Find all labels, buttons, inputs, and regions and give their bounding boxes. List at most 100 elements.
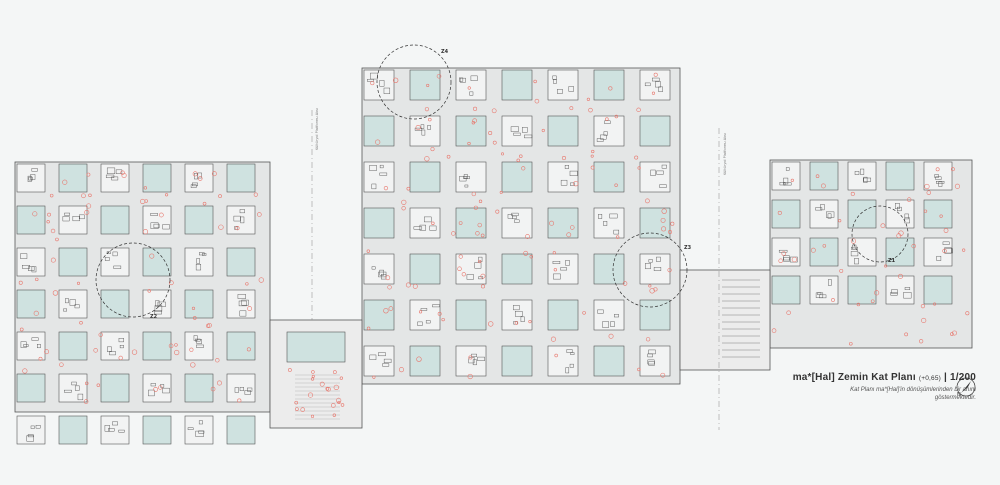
activity-marker xyxy=(18,280,23,285)
activity-marker xyxy=(634,155,639,160)
furniture-mark xyxy=(35,425,41,429)
activity-marker xyxy=(591,149,595,154)
furniture-mark xyxy=(597,309,604,314)
activity-marker xyxy=(500,152,505,156)
activity-marker xyxy=(950,167,955,172)
activity-marker xyxy=(495,209,500,214)
pod-cell xyxy=(142,247,172,277)
furniture-mark xyxy=(195,430,204,437)
zone-label-z4: Z4 xyxy=(441,49,449,55)
activity-marker xyxy=(561,156,567,161)
activity-marker xyxy=(533,79,537,84)
furniture-mark xyxy=(420,124,425,129)
furniture-mark xyxy=(464,184,469,188)
activity-marker xyxy=(307,392,314,398)
pod-cell xyxy=(100,205,130,235)
activity-marker xyxy=(446,154,451,159)
plan-subtitle-2: göstermektedir. xyxy=(934,395,976,401)
activity-marker xyxy=(570,225,575,230)
activity-marker xyxy=(47,212,51,217)
activity-marker xyxy=(468,355,473,360)
furniture-mark xyxy=(557,89,563,94)
furniture-mark xyxy=(472,359,477,366)
activity-marker xyxy=(311,374,315,378)
activity-marker xyxy=(935,167,940,172)
pod-cell xyxy=(58,331,88,361)
furniture-mark xyxy=(196,258,200,264)
activity-marker xyxy=(954,183,960,189)
furniture-mark xyxy=(553,273,561,280)
activity-marker xyxy=(441,317,445,322)
pod-cell xyxy=(593,207,625,239)
activity-marker xyxy=(590,154,594,158)
activity-marker xyxy=(461,272,466,277)
furniture-mark xyxy=(199,252,205,256)
pod-cell xyxy=(226,331,256,361)
pod-cell xyxy=(100,415,130,445)
furniture-mark xyxy=(371,266,376,270)
activity-marker xyxy=(521,166,526,171)
connector-courtyard xyxy=(286,331,346,363)
furniture-mark xyxy=(656,170,664,175)
activity-marker xyxy=(649,288,655,294)
activity-marker xyxy=(849,341,853,346)
activity-marker xyxy=(253,192,258,197)
furniture-mark xyxy=(109,351,116,356)
activity-marker xyxy=(383,186,389,191)
pod-cell xyxy=(547,207,579,239)
activity-marker xyxy=(401,206,406,211)
pod-cell xyxy=(409,161,441,193)
activity-marker xyxy=(158,385,163,390)
activity-marker xyxy=(98,332,103,337)
activity-marker xyxy=(147,289,152,293)
pod-cell xyxy=(16,163,46,193)
furniture-mark xyxy=(514,219,520,223)
pod-cell xyxy=(501,115,533,147)
activity-marker xyxy=(332,370,337,375)
activity-marker xyxy=(38,356,43,361)
activity-marker xyxy=(451,231,456,236)
pod-cell xyxy=(58,289,88,319)
furniture-mark xyxy=(569,170,578,176)
zone-circle-z2-left xyxy=(95,242,171,318)
furniture-mark xyxy=(23,344,29,347)
furniture-mark xyxy=(105,174,115,178)
activity-marker xyxy=(311,370,315,374)
activity-marker xyxy=(325,386,330,391)
activity-marker xyxy=(120,170,125,175)
activity-marker xyxy=(131,349,138,355)
furniture-mark xyxy=(382,363,390,367)
pod-cell xyxy=(501,345,533,377)
furniture-mark xyxy=(31,337,39,341)
activity-marker xyxy=(514,321,519,325)
furniture-mark xyxy=(113,265,122,269)
activity-marker xyxy=(202,201,207,206)
plan-subtitle-1: Kat Planı ma*[Hal]'in dönüşümlerinden bi… xyxy=(850,387,976,393)
furniture-mark xyxy=(566,349,573,353)
furniture-mark xyxy=(238,300,247,307)
activity-marker xyxy=(651,91,655,95)
activity-marker xyxy=(168,343,174,349)
pod-cell xyxy=(16,205,46,235)
activity-marker xyxy=(431,221,435,226)
pod-cell xyxy=(639,115,671,147)
activity-marker xyxy=(637,367,641,372)
activity-marker xyxy=(144,199,148,203)
activity-marker xyxy=(870,299,875,304)
activity-marker xyxy=(488,321,494,327)
furniture-mark xyxy=(419,224,426,231)
furniture-mark xyxy=(658,86,663,92)
activity-marker xyxy=(791,256,798,263)
activity-marker xyxy=(49,193,54,198)
pod-cell xyxy=(809,161,839,191)
furniture-mark xyxy=(69,299,76,306)
activity-marker xyxy=(492,140,497,145)
activity-marker xyxy=(406,186,411,191)
pod-cell xyxy=(771,199,801,229)
furniture-mark xyxy=(565,260,570,266)
activity-marker xyxy=(210,386,216,392)
furniture-mark xyxy=(150,213,158,216)
activity-marker xyxy=(529,255,534,259)
pod-cell xyxy=(501,299,533,331)
activity-marker xyxy=(471,121,476,125)
